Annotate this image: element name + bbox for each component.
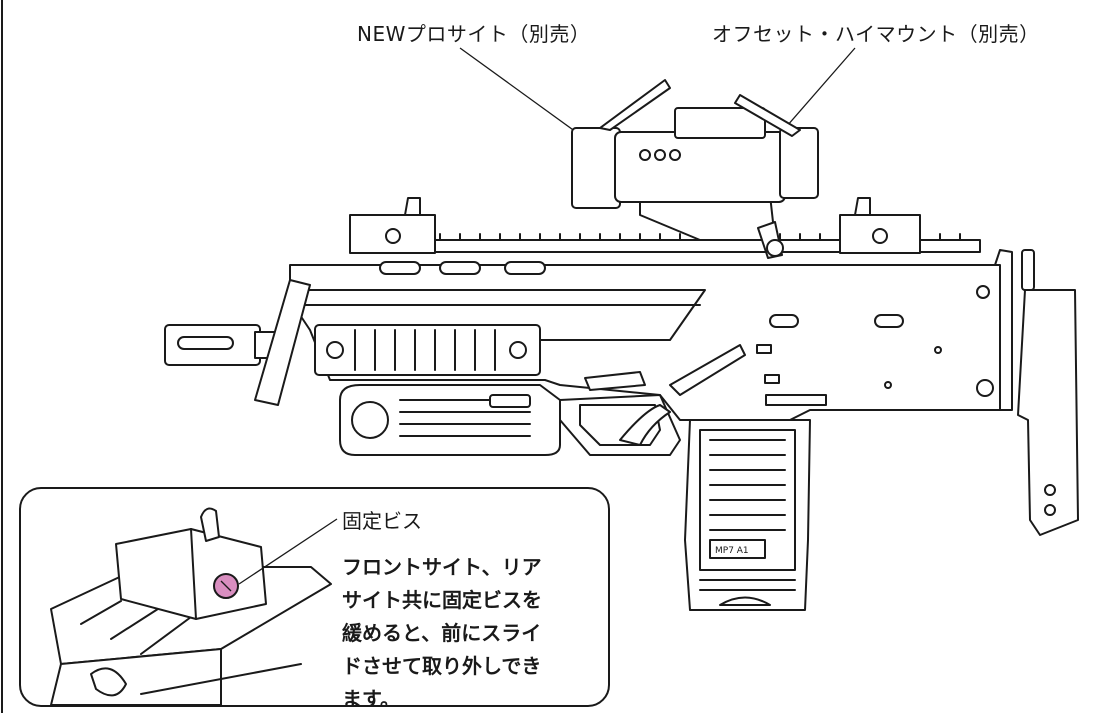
grip-marking: MP7 A1 [715,546,749,556]
sight-leader-line [459,47,577,133]
description-line-4: ドさせて取り外しでき [342,654,542,678]
screw-leader-line [238,518,338,585]
inset-panel: 固定ビス フロントサイト、リア サイト共に固定ビスを 緩めると、前にスライ ドさ… [19,487,610,707]
handguard [314,324,541,376]
description-line-5: ます。 [342,687,400,707]
description-line-1: フロントサイト、リア [342,555,542,579]
pistol-grip [684,419,811,611]
fixing-screw-label: 固定ビス [342,509,422,533]
offset-high-mount [639,194,784,259]
barrel-muzzle [164,324,291,366]
trigger-assembly [559,344,746,456]
rear-sight [349,197,436,254]
description-line-3: 緩めると、前にスライ [342,621,542,645]
inset-description: フロントサイト、リア サイト共に固定ビスを 緩めると、前にスライ ドさせて取り外… [342,551,604,707]
sight-label: NEWプロサイト（別売） [357,22,591,46]
inset-illustration [50,507,338,705]
stock [1017,249,1079,536]
front-sight [839,197,921,254]
foregrip [254,279,561,456]
pro-sight [571,79,819,209]
mount-label: オフセット・ハイマウント（別売） [712,22,1040,46]
description-line-2: サイト共に固定ビスを [342,588,542,612]
